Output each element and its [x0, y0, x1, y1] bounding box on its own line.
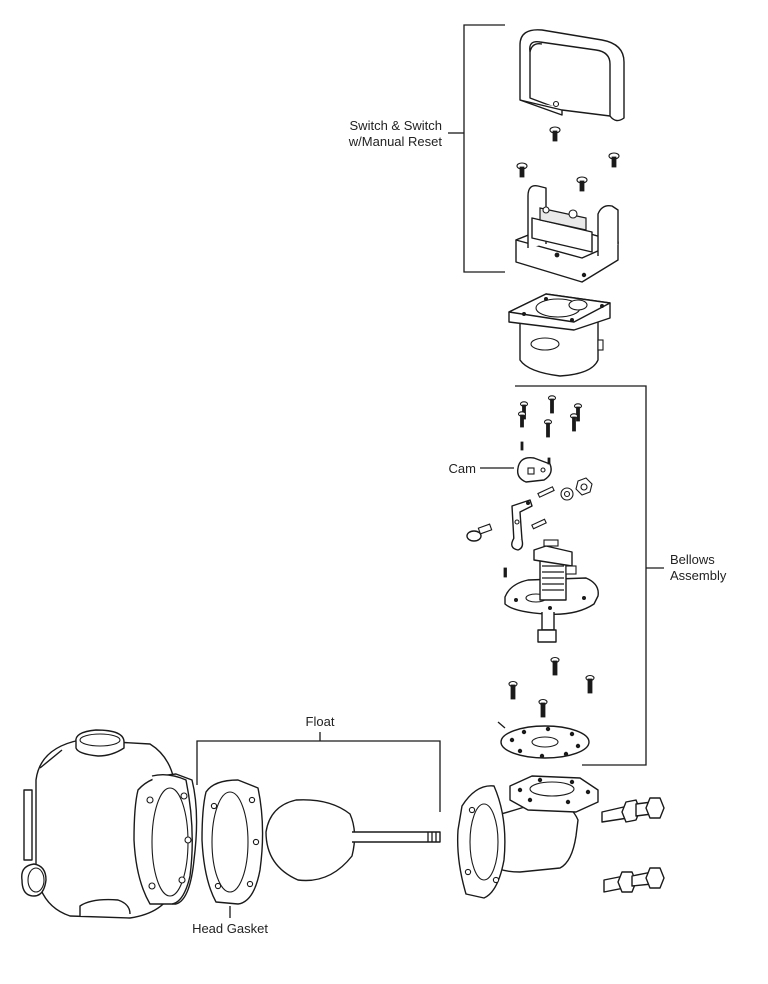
bellows-label-line1: Bellows: [670, 552, 715, 567]
bellows-screw: [538, 698, 548, 718]
bellows-pin: [547, 457, 551, 465]
head-gasket-label: Head Gasket: [192, 921, 268, 936]
switch-screw: [516, 162, 528, 178]
switch-bracket: [448, 24, 505, 273]
bellows-screw: [543, 419, 553, 438]
pump-body: [21, 729, 198, 919]
bellows-pin: [537, 486, 555, 498]
bellows-screw: [547, 395, 557, 414]
washer: [560, 487, 574, 501]
switch-housing: [508, 293, 611, 377]
bellows-pin: [531, 518, 547, 530]
switch-screw: [608, 152, 620, 168]
switch-screw: [576, 176, 588, 192]
lever-arm: [511, 499, 533, 551]
switch-screw: [549, 126, 561, 142]
cam: [516, 457, 552, 483]
bellows-screw: [585, 674, 595, 694]
bellows-screw: [517, 411, 527, 428]
bellows-gasket: [497, 721, 590, 759]
switch-label-line2: w/Manual Reset: [348, 134, 443, 149]
hex-bolt: [603, 871, 637, 893]
float: [265, 799, 441, 882]
bellows-head: [503, 539, 599, 643]
float-label: Float: [306, 714, 335, 729]
cam-label: Cam: [449, 461, 476, 476]
bellows-screw: [569, 413, 579, 432]
bellows-label-line2: Assembly: [670, 568, 727, 583]
bellows-bracket: [515, 385, 664, 766]
bellows-pin: [520, 441, 524, 451]
float-bracket: [196, 732, 441, 812]
hex-bolt: [631, 867, 665, 889]
hex-bolt: [601, 799, 641, 823]
switch-cover: [519, 29, 625, 122]
head-gasket: [201, 779, 264, 905]
outlet-elbow: [457, 775, 599, 899]
bellows-screw: [550, 656, 560, 676]
adjustment-screw: [466, 523, 493, 542]
hex-nut: [575, 477, 593, 496]
switch-mount-bracket: [515, 185, 619, 283]
bellows-screw: [508, 680, 518, 700]
switch-label-line1: Switch & Switch: [350, 118, 442, 133]
hex-bolt: [635, 797, 665, 819]
